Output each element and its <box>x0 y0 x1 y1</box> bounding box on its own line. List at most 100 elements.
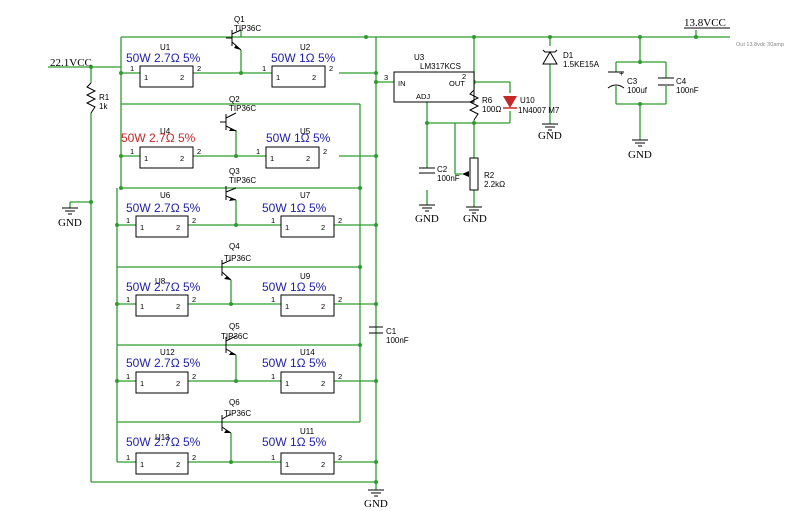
svg-text:Q6: Q6 <box>229 398 240 407</box>
svg-text:D1: D1 <box>563 51 574 60</box>
capacitor-c4[interactable]: C4 100nF <box>658 77 699 95</box>
ref-u8: U8 <box>155 277 166 286</box>
svg-text:U10: U10 <box>520 96 535 105</box>
transistor-q3[interactable]: Q3 TIP36C <box>225 167 256 201</box>
ref-u11: U11 <box>300 427 315 436</box>
svg-text:2: 2 <box>321 379 325 388</box>
svg-text:GND: GND <box>364 498 388 510</box>
ground-r2: GND <box>463 206 487 225</box>
svg-text:1: 1 <box>140 460 144 469</box>
potentiometer-r2[interactable]: R2 2.2kΩ <box>462 157 505 191</box>
diode-d1[interactable]: D1 1.5KE15A <box>542 49 600 69</box>
svg-text:ADJ: ADJ <box>416 92 430 101</box>
value-u2: 50W 1Ω 5% <box>271 51 336 65</box>
resistor-u7[interactable] <box>280 215 335 238</box>
svg-text:1: 1 <box>271 295 275 304</box>
resistor-u5[interactable] <box>265 146 320 169</box>
transistor-q1[interactable]: Q1 TIP36C <box>226 15 261 51</box>
resistor-u8[interactable] <box>135 294 189 317</box>
svg-text:2: 2 <box>176 223 180 232</box>
transistors: Q1 TIP36C Q2 TIP36C Q3 TIP36C <box>220 15 261 434</box>
output-note: Out 13.8vdc 30amp <box>736 42 784 48</box>
resistor-u14[interactable] <box>280 371 335 394</box>
svg-text:1: 1 <box>126 216 130 225</box>
svg-text:2: 2 <box>192 453 196 462</box>
regulator-u3[interactable]: U3 LM317KCS IN OUT ADJ 3 2 <box>384 53 475 103</box>
value-u6: 50W 2.7Ω 5% <box>126 201 201 215</box>
value-u11: 50W 1Ω 5% <box>262 435 327 449</box>
svg-text:3: 3 <box>384 73 388 82</box>
svg-text:1N4007 M7: 1N4007 M7 <box>518 106 560 115</box>
svg-text:C3: C3 <box>627 77 638 86</box>
svg-text:1: 1 <box>140 379 144 388</box>
ground-c2: GND <box>415 204 439 225</box>
svg-text:TIP36C: TIP36C <box>224 409 251 418</box>
svg-text:1: 1 <box>285 460 289 469</box>
svg-text:2: 2 <box>197 64 201 73</box>
svg-text:1: 1 <box>262 64 266 73</box>
svg-text:1k: 1k <box>99 102 108 111</box>
value-u4: 50W 2.7Ω 5% <box>121 131 196 145</box>
svg-text:Q5: Q5 <box>229 322 240 331</box>
ref-u2: U2 <box>300 43 311 52</box>
svg-text:1: 1 <box>144 154 148 163</box>
resistor-r6[interactable]: R6 100Ω <box>468 89 501 121</box>
svg-text:100nF: 100nF <box>386 336 409 345</box>
svg-text:Q1: Q1 <box>234 15 245 24</box>
resistor-u2[interactable] <box>271 65 326 88</box>
ground-d1: GND <box>538 123 562 142</box>
svg-text:GND: GND <box>538 130 562 142</box>
value-u1: 50W 2.7Ω 5% <box>126 51 201 65</box>
ref-u7: U7 <box>300 191 311 200</box>
svg-text:1: 1 <box>270 154 274 163</box>
svg-text:2: 2 <box>462 72 466 81</box>
svg-text:R2: R2 <box>484 171 495 180</box>
svg-text:1: 1 <box>276 73 280 82</box>
value-u8: 50W 2.7Ω 5% <box>126 280 201 294</box>
svg-text:2.2kΩ: 2.2kΩ <box>484 180 505 189</box>
resistor-u11[interactable] <box>280 452 335 475</box>
value-u14: 50W 1Ω 5% <box>262 356 327 370</box>
ref-u13: U13 <box>155 433 170 442</box>
svg-text:100nF: 100nF <box>676 86 699 95</box>
svg-text:GND: GND <box>415 213 439 225</box>
resistor-u4[interactable] <box>139 146 194 169</box>
svg-text:1: 1 <box>285 223 289 232</box>
svg-text:Q3: Q3 <box>229 167 240 176</box>
svg-text:2: 2 <box>192 372 196 381</box>
diode-u10[interactable]: U10 1N4007 M7 <box>503 96 560 115</box>
ref-u4: U4 <box>160 127 171 136</box>
svg-text:R6: R6 <box>482 96 493 105</box>
svg-text:2: 2 <box>192 216 196 225</box>
capacitor-c3[interactable]: + C3 100uf <box>607 69 648 95</box>
transistor-q2[interactable]: Q2 TIP36C <box>220 95 256 132</box>
svg-text:U3: U3 <box>414 53 425 62</box>
transistor-q4[interactable]: Q4 TIP36C <box>221 242 251 281</box>
svg-text:2: 2 <box>180 154 184 163</box>
svg-text:LM317KCS: LM317KCS <box>420 62 461 71</box>
resistor-u9[interactable] <box>280 294 335 317</box>
capacitor-c2[interactable]: C2 100nF <box>419 165 460 183</box>
transistor-q5[interactable]: Q5 TIP36C <box>221 322 248 356</box>
ref-u6: U6 <box>160 191 171 200</box>
transistor-q6[interactable]: Q6 TIP36C <box>221 398 251 434</box>
svg-text:100nF: 100nF <box>437 174 460 183</box>
ground-bottom: GND <box>364 489 388 510</box>
capacitor-c1[interactable]: C1 100nF <box>369 326 409 345</box>
ground-c3c4: GND <box>628 139 652 161</box>
svg-text:C1: C1 <box>386 327 397 336</box>
junction-dots <box>89 35 698 484</box>
svg-text:2: 2 <box>338 453 342 462</box>
svg-text:2: 2 <box>176 379 180 388</box>
svg-text:R1: R1 <box>99 93 110 102</box>
svg-text:GND: GND <box>463 213 487 225</box>
resistor-u1[interactable] <box>139 65 194 88</box>
svg-text:2: 2 <box>321 460 325 469</box>
svg-text:2: 2 <box>306 154 310 163</box>
resistor-u12[interactable] <box>135 371 189 394</box>
resistor-u6[interactable] <box>135 215 189 238</box>
resistor-r1[interactable]: R1 1k <box>85 82 110 114</box>
value-u7: 50W 1Ω 5% <box>262 201 327 215</box>
resistor-u13[interactable] <box>135 452 189 475</box>
